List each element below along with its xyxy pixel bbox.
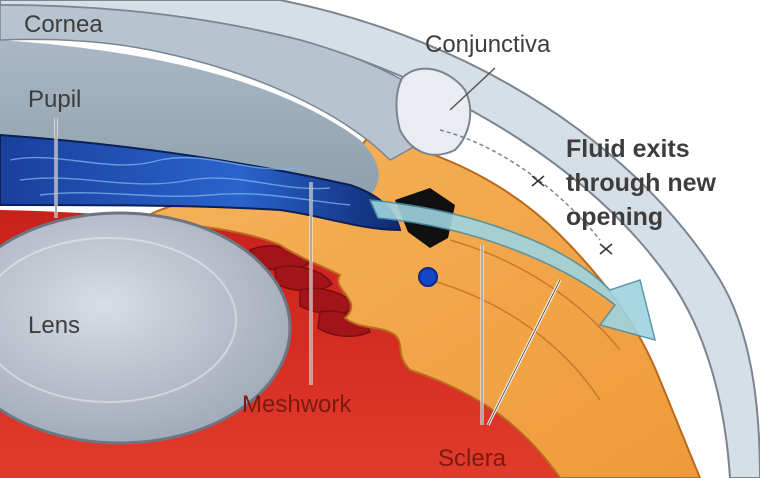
conjunctiva-flap	[395, 67, 472, 156]
lens-body	[0, 211, 292, 445]
blue-bleb	[418, 267, 438, 287]
label-conjunctiva: Conjunctiva	[425, 31, 551, 58]
lens-highlight	[0, 237, 237, 403]
label-sclera: Sclera	[438, 445, 507, 472]
label-cornea: Cornea	[24, 11, 103, 38]
label-fluid-line3: opening	[566, 203, 663, 231]
sclera-line	[429, 279, 601, 401]
iris	[0, 133, 402, 232]
fluid-flow-arrow	[368, 199, 657, 342]
suture-marks	[531, 175, 613, 255]
conjunctiva-leader	[449, 67, 496, 111]
anterior-chamber	[0, 40, 379, 195]
label-fluid-line2: through new	[566, 169, 717, 197]
sclera-leader-right-core	[487, 279, 561, 426]
conjunctiva-edge	[439, 129, 601, 241]
label-pupil: Pupil	[28, 86, 81, 113]
sclera-line	[449, 239, 621, 351]
label-fluid-line1: Fluid exits	[566, 135, 690, 163]
label-meshwork: Meshwork	[242, 391, 352, 418]
label-lens: Lens	[28, 312, 80, 339]
